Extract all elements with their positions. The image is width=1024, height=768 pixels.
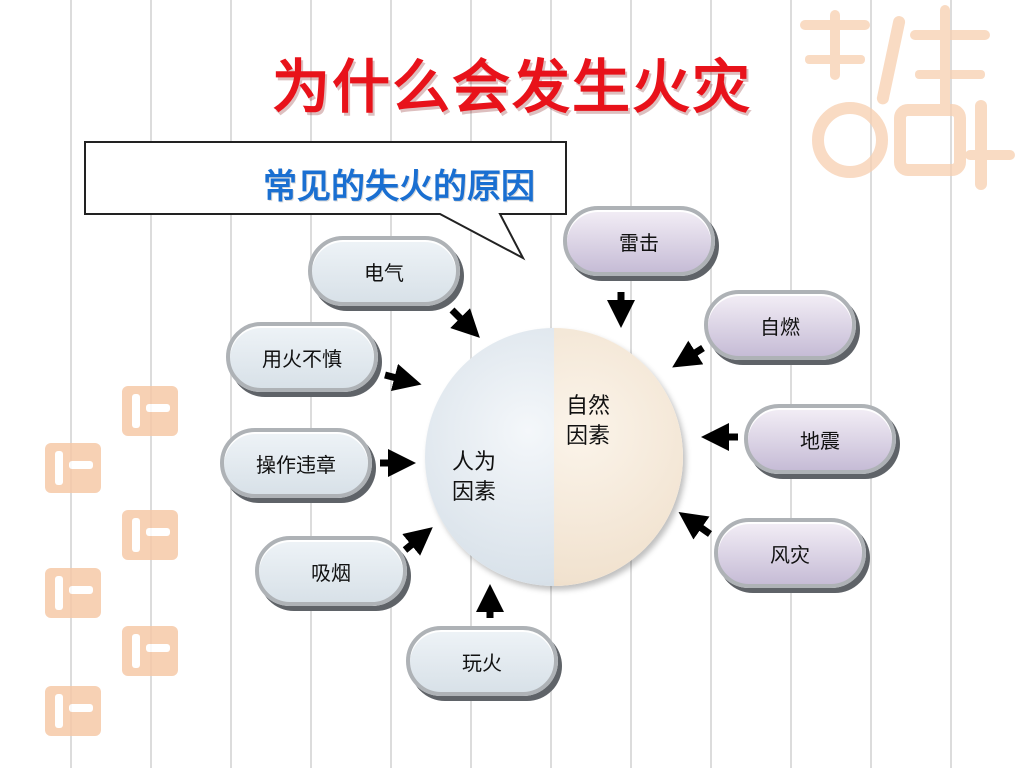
page-title: 为什么会发生火灾 (271, 53, 752, 121)
callout-text: 常见的失火的原因 (263, 167, 535, 207)
cause-pill-xiyan: 吸烟 (255, 536, 407, 606)
arrow-yonghuo (384, 363, 422, 392)
cause-pill-dianqi: 电气 (308, 236, 460, 306)
decorative-seal (45, 568, 101, 618)
cause-pill-caozuo: 操作违章 (220, 428, 372, 498)
arrow-dianqi (449, 307, 480, 338)
cause-pill-wanhuo: 玩火 (406, 626, 558, 696)
cause-pill-yonghuo: 用火不慎 (226, 322, 378, 392)
decorative-seal (122, 510, 178, 560)
decorative-seal (45, 686, 101, 736)
cause-pill-fengzai: 风灾 (714, 518, 866, 588)
decorative-seal (122, 386, 178, 436)
decorative-seal (122, 626, 178, 676)
decorative-calligraphy-graphic (800, 5, 1015, 190)
arrow-ziran (672, 340, 705, 368)
cause-pill-dizhen: 地震 (744, 404, 896, 474)
cause-pill-ziran: 自燃 (704, 290, 856, 360)
human-factor-label: 人为 因素 (452, 450, 497, 505)
center-circle (425, 328, 683, 586)
arrow-fengzai (678, 511, 713, 540)
cause-pill-leiji: 雷击 (563, 206, 715, 276)
natural-factor-half (554, 328, 683, 586)
natural-factor-label: 自然 因素 (566, 394, 611, 449)
human-factor-half (425, 328, 554, 586)
arrow-xiyan (402, 527, 433, 556)
decorative-seal (45, 443, 101, 493)
